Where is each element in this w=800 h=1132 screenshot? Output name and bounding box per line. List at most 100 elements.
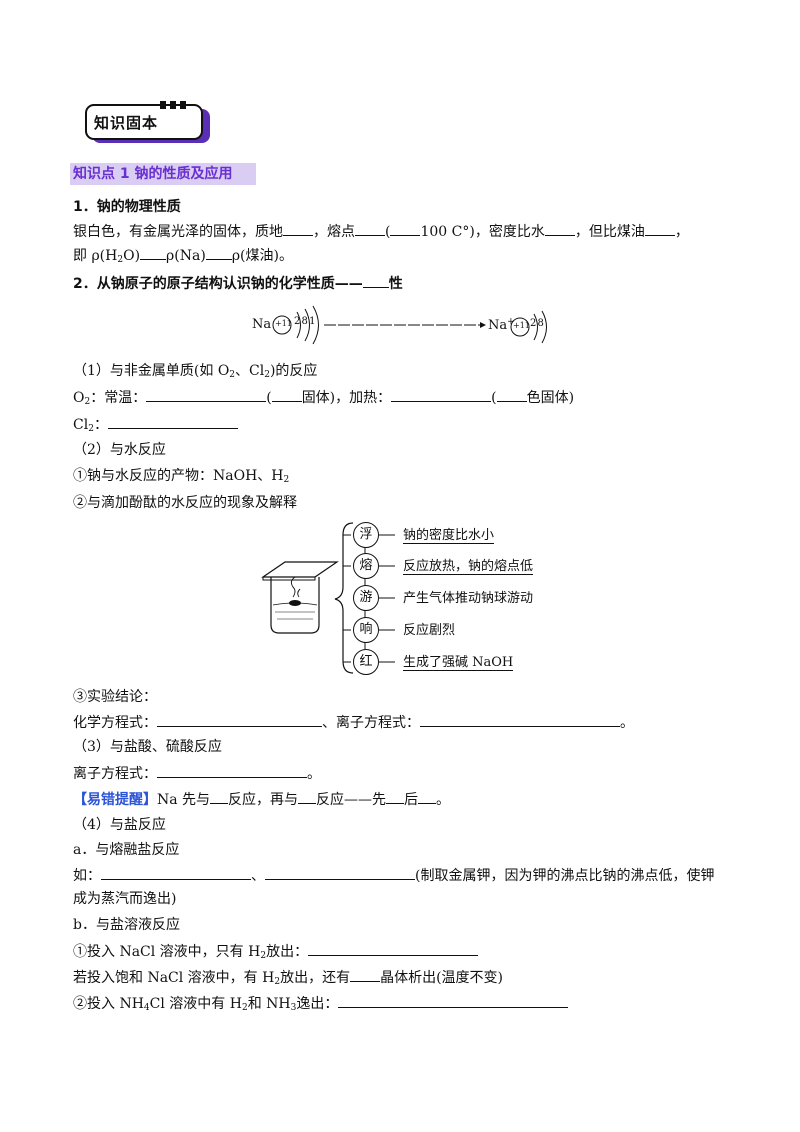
shell-electrons: 2 8 1 [294, 316, 315, 327]
text: ( [385, 224, 391, 240]
text: Cl [73, 417, 89, 433]
blank [107, 414, 238, 429]
subscript: 2 [283, 475, 290, 485]
na-symbol: Na [252, 317, 272, 332]
text: O) [123, 248, 141, 264]
phenol-title: ②与滴加酚酞的水反应的现象及解释 [73, 495, 297, 511]
subscript: 2 [117, 255, 124, 265]
blank [140, 245, 167, 260]
phenomenon-melt-char: 熔 [353, 553, 379, 579]
subscript: 4 [143, 1003, 150, 1013]
text: ρ(Na) [166, 248, 206, 264]
text: (制取金属钾，因为钾的沸点比钠的沸点低，使钾 [415, 868, 715, 884]
text: 后 [404, 792, 419, 808]
section-title: 知识点 1 钠的性质及应用 [73, 166, 233, 182]
blank [101, 865, 251, 880]
text: （1）与非金属单质(如 O [73, 363, 230, 379]
text: 放出： [266, 944, 309, 960]
blank [544, 221, 575, 236]
atom-diagram-graphic [272, 305, 547, 345]
blank [271, 387, 302, 402]
text: 、离子方程式： [322, 715, 420, 731]
text: ( [266, 390, 272, 406]
subscript: 2 [84, 397, 91, 407]
blank [496, 387, 527, 402]
subscript: 2 [260, 951, 267, 961]
atom-structure-diagram: Na +11 2 8 1 Na+ +11 2 8 [252, 300, 552, 350]
text: 银白色，有金属光泽的固体，质地 [73, 224, 283, 240]
blank [205, 245, 232, 260]
nonmetal-title: （1）与非金属单质(如 O2、Cl2)的反应 [73, 361, 317, 385]
experiment-diagram: 浮 熔 游 响 红 钠的密度比水小 反应放热，钠的熔点低 产生气体推动钠球游动 … [255, 517, 555, 682]
physical-line-2: 即 ρ(H2O)ρ(Na)ρ(煤油)。 [73, 245, 293, 270]
blank [391, 387, 492, 402]
section-badge [85, 101, 210, 143]
blank [157, 763, 307, 778]
salt-b2-line: 若投入饱和 NaCl 溶液中，有 H2放出，还有晶体析出(温度不变) [73, 967, 503, 992]
water-title: （2）与水反应 [73, 442, 166, 458]
phenomenon-float-char: 浮 [353, 522, 379, 548]
nucleus-charge: +11 [275, 319, 292, 328]
superscript: + [507, 317, 515, 327]
text: ：常温： [90, 390, 147, 406]
phenomenon-swim-text: 产生气体推动钠球游动 [403, 591, 534, 606]
phenomenon-float-text: 钠的密度比水小 [403, 524, 495, 544]
blank [146, 387, 267, 402]
blank [283, 221, 313, 236]
salt-title: （4）与盐反应 [73, 817, 166, 833]
phenomenon-red-text: 生成了强碱 NaOH [403, 651, 514, 671]
blank [644, 221, 675, 236]
blank [362, 273, 389, 288]
text: 和 NH [247, 996, 291, 1012]
subscript: 3 [290, 1003, 297, 1013]
warning-line: 【易错提醒】Na 先与反应，再与反应——先后。 [73, 789, 450, 810]
text: ， [674, 224, 689, 240]
text: 化学方程式： [73, 715, 157, 731]
ion-shell-electrons: 2 8 [530, 318, 544, 329]
text: 若投入饱和 NaCl 溶液中，有 H [73, 970, 275, 986]
blank [298, 789, 317, 804]
text: ： [93, 417, 108, 433]
blank [390, 221, 421, 236]
ion-nucleus-charge: +11 [513, 321, 530, 330]
equation-line: 化学方程式：、离子方程式：。 [73, 712, 634, 733]
section-banner: 知识点 1 钠的性质及应用 [70, 163, 256, 185]
text: O [73, 390, 85, 406]
text: 反应，再与 [228, 792, 299, 808]
subscript: 2 [264, 370, 270, 380]
subscript: 2 [274, 977, 281, 987]
text: Cl 溶液中有 H [149, 996, 242, 1012]
blank [418, 789, 437, 804]
text: 如： [73, 868, 101, 884]
cl2-line: Cl2： [73, 414, 238, 439]
physical-line-1: 银白色，有金属光泽的固体，质地，熔点(100 C°)，密度比水，但比煤油， [73, 221, 689, 242]
text: ，熔点 [313, 224, 355, 240]
o2-line: O2：常温：(固体)，加热：(色固体) [73, 387, 574, 412]
text: 2．从钠原子的原子结构认识钠的化学性质—— [73, 276, 363, 292]
blank [308, 941, 479, 956]
phenomenon-sound-text: 反应剧烈 [403, 623, 456, 638]
water-products: ①钠与水反应的产物：NaOH、H2 [73, 466, 289, 490]
blank [386, 789, 405, 804]
text: 即 ρ(H [73, 248, 118, 264]
salt-a-line: 如：、(制取金属钾，因为钾的沸点比钠的沸点低，使钾 [73, 865, 714, 886]
text: 固体)，加热： [301, 390, 392, 406]
blank [350, 967, 381, 982]
acid-ion-line: 离子方程式：。 [73, 763, 321, 784]
phenomenon-swim-char: 游 [353, 585, 379, 611]
text: ，但比煤油 [574, 224, 645, 240]
badge-title: 知识固本 [94, 114, 159, 132]
blank [265, 865, 415, 880]
text: 离子方程式： [73, 766, 157, 782]
text: 晶体析出(温度不变) [380, 970, 504, 986]
text: Na 先与 [157, 792, 211, 808]
phenomenon-melt-text: 反应放热，钠的熔点低 [403, 555, 534, 575]
phenomenon-sound-char: 响 [353, 617, 379, 643]
chemical-heading: 2．从钠原子的原子结构认识钠的化学性质——性 [73, 273, 403, 294]
conclusion-title: ③实验结论： [73, 689, 157, 705]
blank [355, 221, 385, 236]
text: Na [488, 318, 508, 333]
phenomenon-red-char: 红 [353, 649, 379, 675]
subscript: 2 [229, 370, 236, 380]
salt-b-title: b．与盐溶液反应 [73, 917, 180, 933]
